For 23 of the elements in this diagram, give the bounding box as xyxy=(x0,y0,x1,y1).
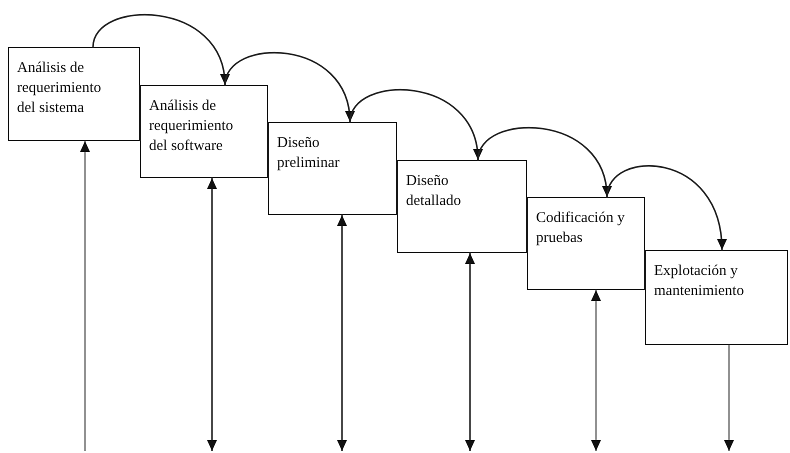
process-box xyxy=(527,197,645,290)
box-label: Diseño detallado xyxy=(406,172,462,211)
arrow xyxy=(207,178,217,451)
arrow xyxy=(337,215,347,451)
arrow xyxy=(92,14,229,86)
box-label: Análisis de requerimiento del sistema xyxy=(17,59,102,118)
process-box xyxy=(397,160,527,253)
arrow xyxy=(80,141,90,451)
arrow xyxy=(591,290,601,451)
arrow xyxy=(606,165,726,250)
arrow xyxy=(465,253,475,451)
arrow xyxy=(477,126,611,198)
process-box xyxy=(140,85,268,178)
process-box xyxy=(645,250,788,345)
box-label: Diseño preliminar xyxy=(277,134,340,173)
arrow xyxy=(724,345,734,451)
box-label: Explotación y mantenimiento xyxy=(654,262,745,301)
box-label: Análisis de requerimiento del software xyxy=(149,97,234,156)
process-box xyxy=(268,122,397,215)
arrow xyxy=(224,52,354,122)
process-box xyxy=(8,47,140,141)
box-label: Codificación y pruebas xyxy=(536,209,626,248)
arrow xyxy=(349,88,482,160)
